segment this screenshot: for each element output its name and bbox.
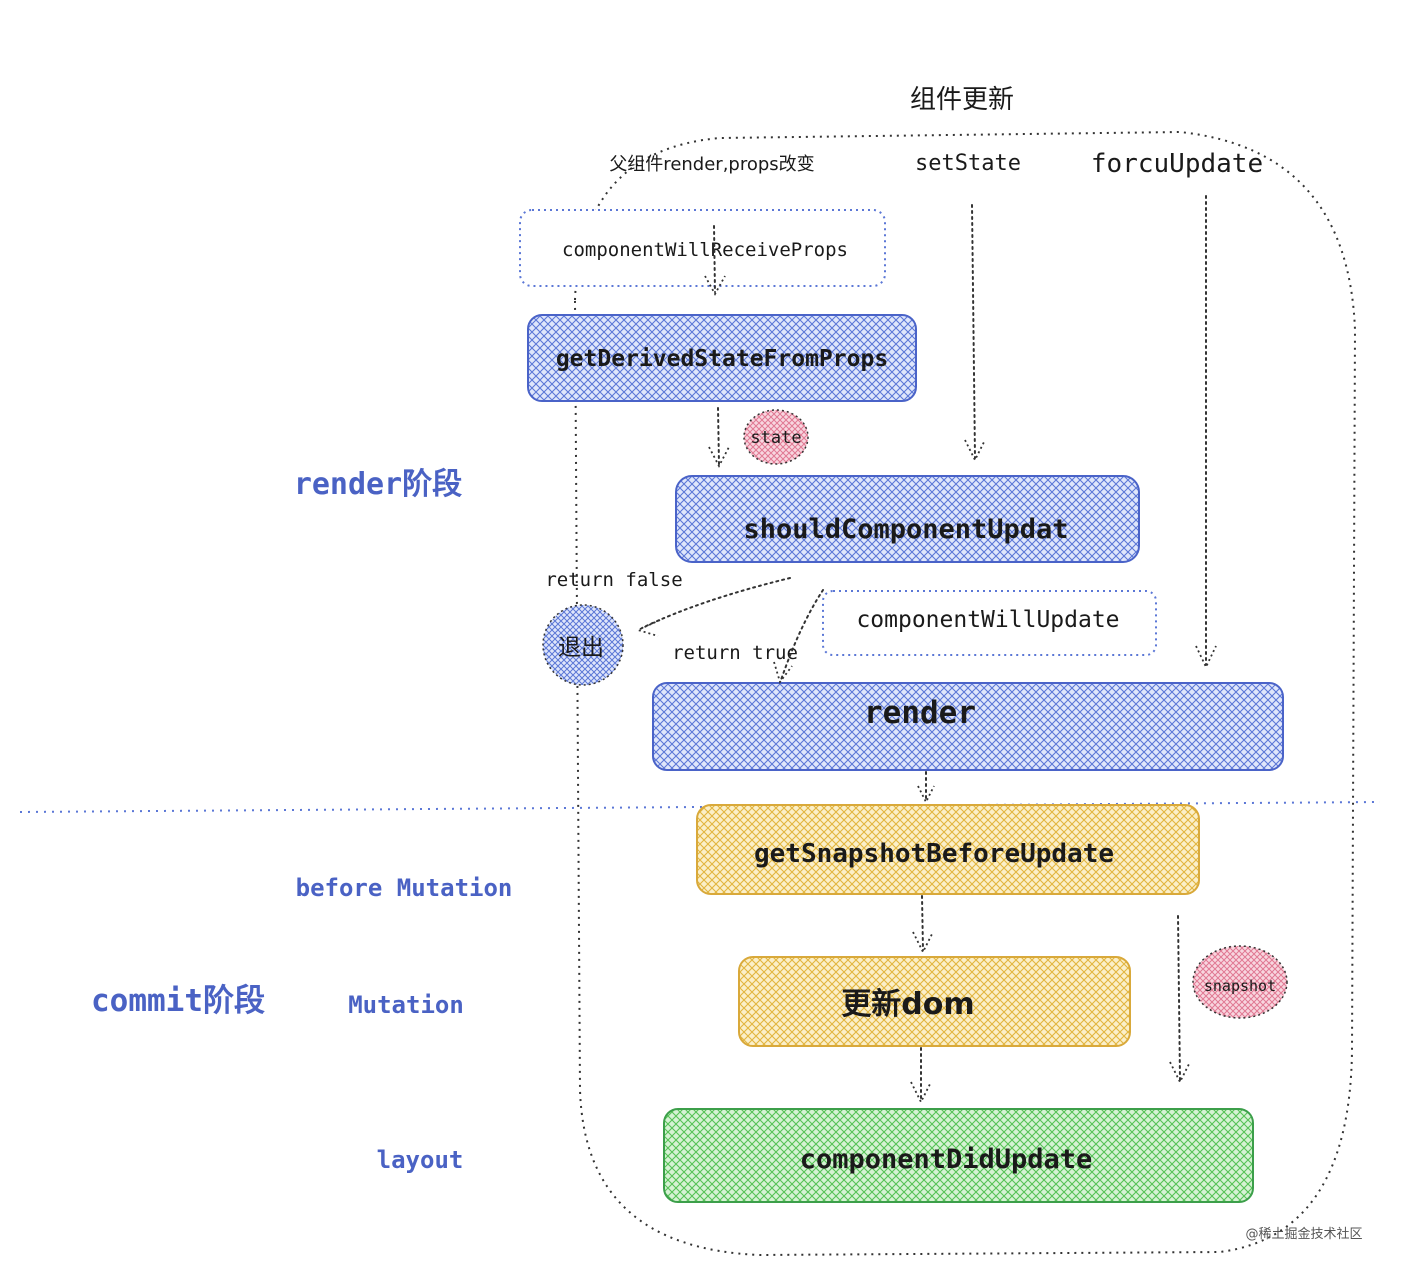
node-gsbu-label: getSnapshotBeforeUpdate — [754, 839, 1114, 869]
node-update-dom-label: 更新dom — [841, 987, 974, 1022]
arrowhead-gdsfp — [708, 446, 730, 468]
diagram-title: 组件更新 — [910, 85, 1014, 115]
phase-render-label: render阶段 — [294, 467, 462, 502]
node-scu-box — [675, 475, 1140, 563]
node-cwu-box — [822, 590, 1157, 656]
node-update-dom-box — [738, 956, 1131, 1047]
arrow-scu-to-render — [780, 589, 824, 681]
arrow-snapshot-to-cdu — [1177, 915, 1181, 1081]
exit-badge — [542, 604, 624, 686]
trigger-force-update: forcuUpdate — [1091, 149, 1263, 179]
node-cwrp-box — [519, 209, 886, 287]
phase-commit-label: commit阶段 — [91, 983, 265, 1019]
phase-before-mutation-label: before Mutation — [296, 874, 513, 902]
arrow-gdsfp-to-scu — [717, 407, 720, 465]
arrowhead-exit — [635, 619, 661, 637]
node-cwrp-label: componentWillReceiveProps — [562, 239, 848, 261]
state-badge-label: state — [750, 428, 801, 448]
arrowhead-render-true — [773, 661, 793, 684]
arrow-gsbu-to-dom — [921, 895, 924, 951]
node-render-label: render — [864, 695, 976, 731]
phase-mutation-label: Mutation — [348, 991, 464, 1019]
phase-divider — [19, 801, 1381, 813]
edge-return-false-label: return false — [545, 569, 682, 591]
arrow-scu-to-exit — [641, 577, 791, 629]
arrow-parent-to-gdsfp — [713, 225, 716, 293]
node-scu-label: shouldComponentUpdat — [743, 514, 1068, 545]
node-cdu-label: componentDidUpdate — [800, 1144, 1093, 1175]
node-cdu-box — [663, 1108, 1254, 1203]
arrows — [641, 195, 1207, 1101]
watermark: @稀土掘金技术社区 — [1245, 1226, 1362, 1242]
node-cwu-label: componentWillUpdate — [856, 607, 1119, 633]
node-gdsfp-box — [527, 314, 917, 402]
arrowheads — [635, 275, 1217, 1105]
arrowhead-gsbu — [917, 785, 935, 805]
exit-badge-label: 退出 — [558, 635, 604, 661]
state-badge — [743, 409, 809, 465]
node-render-box — [652, 682, 1284, 771]
arrowhead-parent — [704, 275, 726, 296]
node-gdsfp-label: getDerivedStateFromProps — [556, 346, 888, 372]
trigger-parent-render: 父组件render,props改变 — [609, 154, 814, 175]
edge-return-true-label: return true — [672, 642, 798, 664]
arrow-setstate-to-scu — [971, 204, 976, 459]
snapshot-badge — [1192, 945, 1288, 1019]
snapshot-badge-label: snapshot — [1204, 977, 1276, 995]
node-gsbu-box — [696, 804, 1200, 895]
trigger-setstate: setState — [915, 151, 1021, 176]
phase-layout-label: layout — [377, 1146, 464, 1174]
